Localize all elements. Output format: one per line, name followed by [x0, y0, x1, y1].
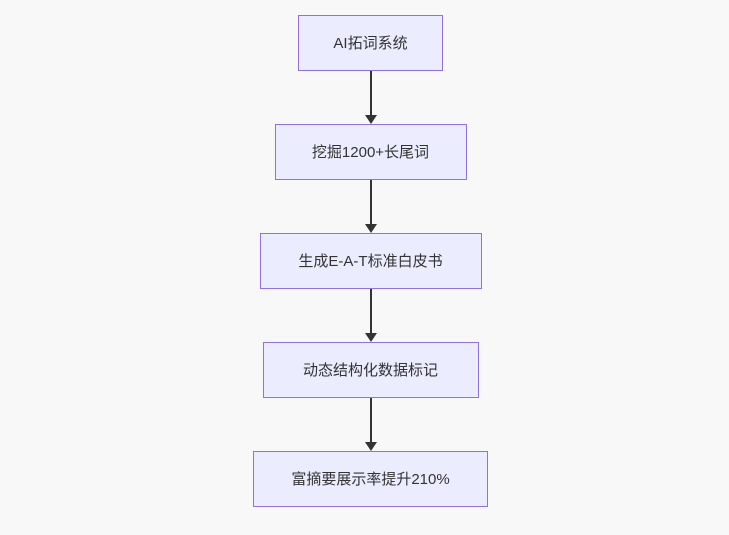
flow-arrow — [364, 398, 377, 451]
flow-node-rich-snippet-result: 富摘要展示率提升210% — [253, 451, 488, 507]
flow-arrow — [364, 180, 377, 233]
flow-node-eat-whitepaper: 生成E-A-T标准白皮书 — [259, 233, 482, 289]
flow-arrow — [364, 289, 377, 342]
flowchart-column: AI拓词系统 挖掘1200+长尾词 生成E-A-T标准白皮书 动态结构化数据标记… — [253, 15, 488, 507]
arrowhead-down-icon — [364, 224, 377, 233]
flow-arrow — [364, 71, 377, 124]
flow-node-longtail-keywords: 挖掘1200+长尾词 — [274, 124, 467, 180]
arrow-line — [369, 398, 372, 443]
arrow-line — [369, 289, 372, 334]
arrowhead-down-icon — [364, 115, 377, 124]
arrow-line — [369, 71, 372, 116]
arrow-line — [369, 180, 372, 225]
flow-node-structured-data: 动态结构化数据标记 — [262, 342, 479, 398]
arrowhead-down-icon — [364, 333, 377, 342]
flow-node-ai-system: AI拓词系统 — [298, 15, 443, 71]
arrowhead-down-icon — [364, 442, 377, 451]
